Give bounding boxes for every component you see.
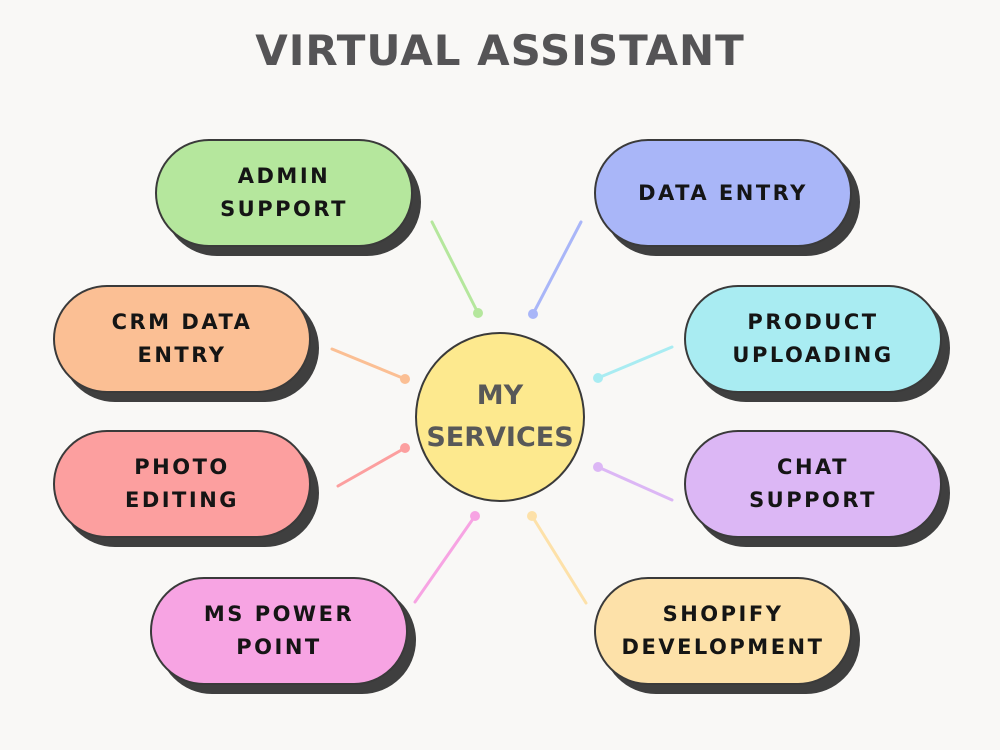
- service-line-1: DATA ENTRY: [638, 180, 808, 205]
- service-photo-editing: PHOTO EDITING: [53, 430, 311, 538]
- service-line-2: DEVELOPMENT: [621, 635, 825, 659]
- connector-chat-support: [593, 462, 674, 502]
- service-line-1: ADMIN: [237, 164, 331, 188]
- connector-data-entry: [528, 220, 583, 319]
- service-line-2: ENTRY: [137, 343, 227, 367]
- service-line-2: SUPPORT: [749, 488, 877, 512]
- diagram-title: VIRTUAL ASSISTANT: [255, 26, 745, 75]
- service-line-1: PHOTO: [134, 455, 230, 479]
- service-line-2: UPLOADING: [732, 343, 894, 367]
- center-hub-my-services: MY SERVICES: [415, 332, 585, 502]
- service-ms-power-point: MS POWER POINT: [150, 577, 408, 685]
- hub-line-2: SERVICES: [426, 422, 574, 453]
- service-line-1: PRODUCT: [747, 310, 879, 334]
- service-line-1: CRM DATA: [111, 310, 253, 334]
- service-shopify-development: SHOPIFY DEVELOPMENT: [594, 577, 852, 685]
- connector-ms-power-point: [413, 511, 480, 604]
- service-chat-support: CHAT SUPPORT: [684, 430, 942, 538]
- service-line-2: EDITING: [124, 488, 240, 512]
- service-admin-support: ADMIN SUPPORT: [155, 139, 413, 247]
- connector-crm-data-entry: [330, 347, 410, 384]
- service-line-1: SHOPIFY: [662, 602, 784, 626]
- connector-admin-support: [430, 220, 483, 318]
- service-product-uploading: PRODUCT UPLOADING: [684, 285, 942, 393]
- service-line-1: MS POWER: [203, 602, 355, 626]
- service-line-2: SUPPORT: [220, 197, 348, 221]
- service-line-1: CHAT: [777, 455, 849, 479]
- service-line-2: POINT: [236, 635, 322, 659]
- connector-photo-editing: [336, 443, 410, 488]
- connector-shopify-development: [527, 511, 588, 605]
- hub-line-1: MY: [476, 380, 524, 411]
- connector-product-uploading: [593, 345, 674, 383]
- service-data-entry: DATA ENTRY: [594, 139, 852, 247]
- service-crm-data-entry: CRM DATA ENTRY: [53, 285, 311, 393]
